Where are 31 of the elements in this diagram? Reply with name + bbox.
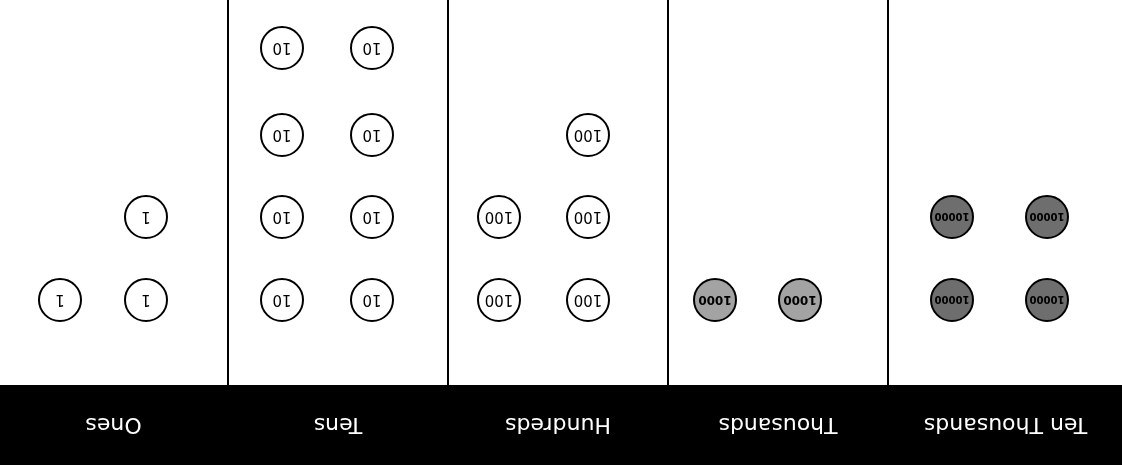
place-value-disk: 10000 [1025,278,1069,322]
place-value-disk: 10000 [930,195,974,239]
column-heading: Thousands [669,385,887,465]
place-value-disk: 100 [566,278,610,322]
place-value-disk: 10 [260,278,304,322]
place-value-disk: 1 [124,195,168,239]
place-value-disk: 10 [350,26,394,70]
place-value-disk: 100 [566,195,610,239]
place-value-disk: 100 [566,113,610,157]
place-value-column [227,0,447,465]
place-value-disk: 10 [350,278,394,322]
place-value-disk: 1 [124,278,168,322]
place-value-disk: 10 [260,26,304,70]
place-value-disk: 1 [38,278,82,322]
place-value-disk: 10000 [1025,195,1069,239]
place-value-disk: 100 [477,278,521,322]
place-value-disk: 10 [260,195,304,239]
place-value-column [447,0,667,465]
column-heading: Ten Thousands [889,385,1122,465]
place-value-disk: 1000 [778,278,822,322]
column-heading: Tens [229,385,447,465]
place-value-disk: 1000 [693,278,737,322]
place-value-column [667,0,887,465]
place-value-disk: 10 [350,195,394,239]
column-heading: Hundreds [449,385,667,465]
place-value-disk: 100 [477,195,521,239]
place-value-disk: 10000 [930,278,974,322]
column-heading: Ones [0,385,227,465]
place-value-disk: 10 [260,113,304,157]
place-value-column [887,0,1122,465]
place-value-disk: 10 [350,113,394,157]
